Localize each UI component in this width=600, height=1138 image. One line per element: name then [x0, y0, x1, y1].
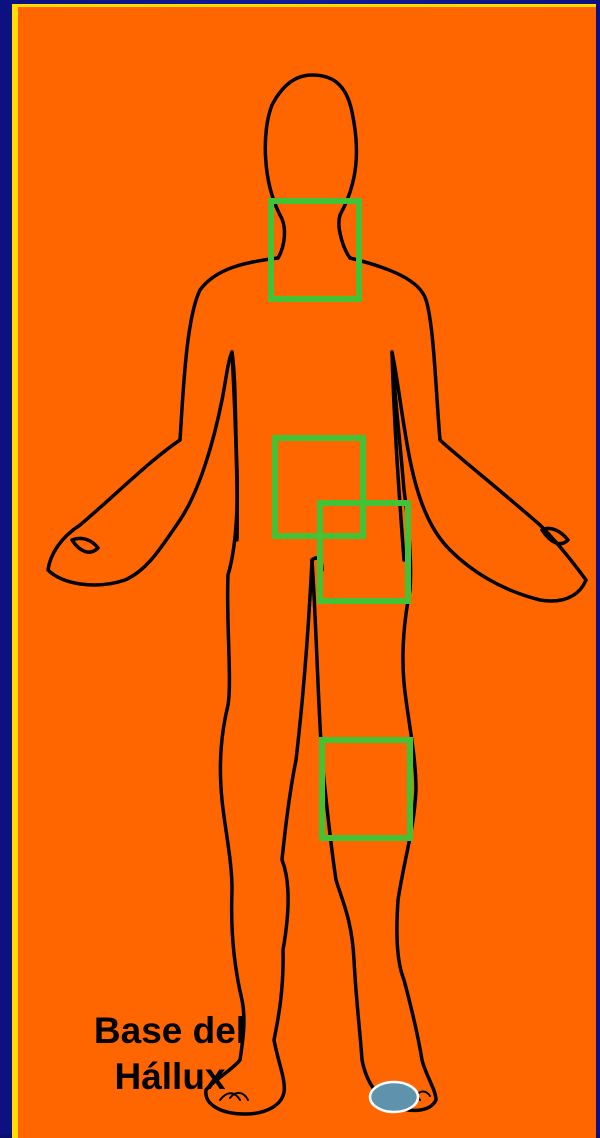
hallux-caption: Base del Hállux [30, 1008, 310, 1100]
neck-left-outline [278, 215, 284, 258]
knee-marker [322, 740, 410, 838]
left-torso-edge [232, 352, 237, 540]
caption-line-1: Base del [30, 1008, 310, 1054]
inner-right-outline [312, 258, 586, 1110]
head-outline [265, 75, 356, 215]
caption-line-2: Hállux [30, 1054, 310, 1100]
body-outline [48, 258, 312, 1114]
hallux-highlight [370, 1082, 418, 1112]
left-thumb [72, 538, 98, 552]
neck-right-outline [339, 215, 350, 258]
